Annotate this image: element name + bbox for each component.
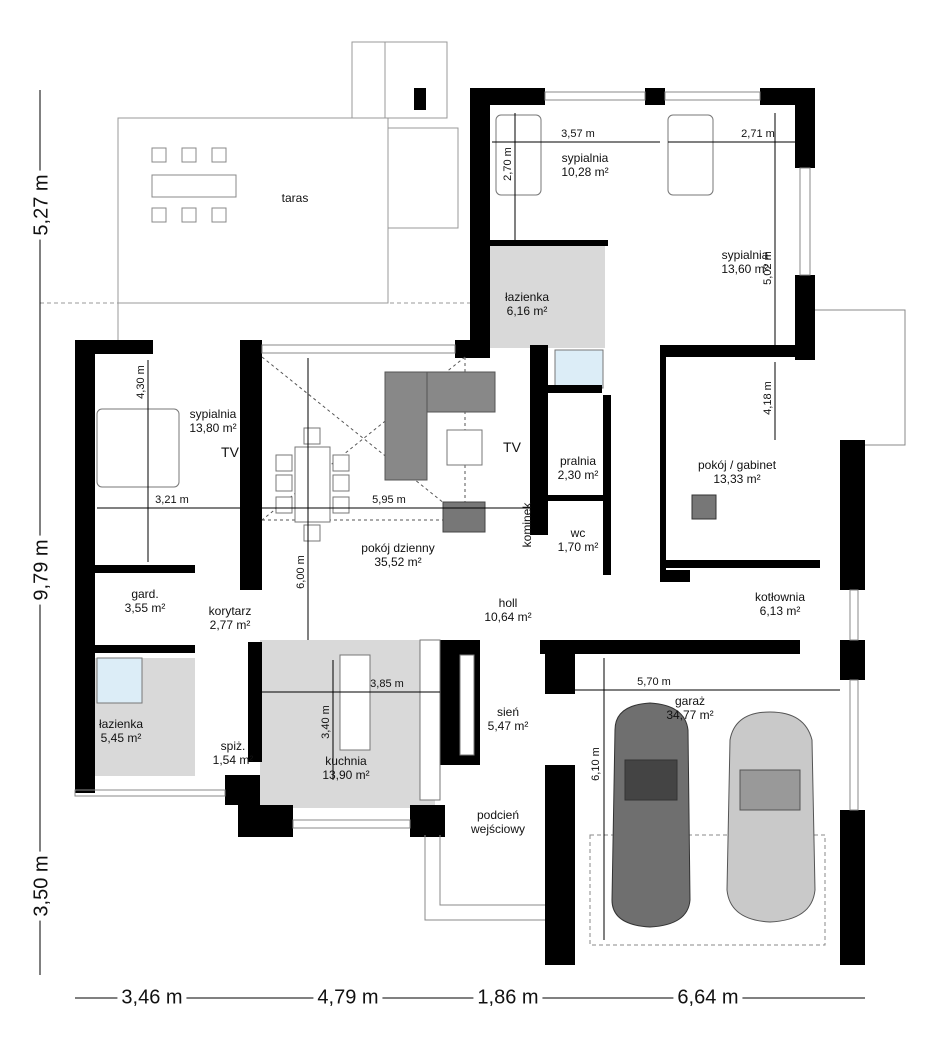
room-name: sypialnia (561, 151, 609, 165)
room-name: holl (498, 596, 518, 610)
room-label-taras: taras (282, 191, 309, 205)
room-name: korytarz (208, 604, 252, 618)
room-area: 34,77 m² (666, 708, 714, 722)
room-name: pralnia (559, 454, 597, 468)
room-area: 3,55 m² (124, 601, 166, 615)
room-area: 5,47 m² (487, 719, 529, 733)
room-name: wc (570, 526, 586, 540)
room-label-pantry: spiż.1,54 m² (213, 739, 254, 767)
dim-label: 3,57 m (561, 128, 595, 140)
armchair (442, 501, 486, 533)
tv-label-bedroom: TV (221, 444, 239, 460)
room-area: 13,60 m² (721, 262, 769, 276)
room-area: 13,33 m² (713, 472, 761, 486)
sofa (384, 371, 496, 481)
terrace-table (151, 147, 237, 223)
room-name: łazienka (504, 290, 550, 304)
room-name: kotłownia (754, 590, 806, 604)
dim-label: 6,10 m (590, 747, 602, 781)
room-area: 10,64 m² (484, 610, 532, 624)
dim-label: 2,71 m (741, 128, 775, 140)
outer-dim-vertical: 3,50 m (30, 851, 54, 921)
dim-label: 5,95 m (372, 494, 406, 506)
dining-set (275, 427, 350, 542)
room-name: spiż. (220, 739, 246, 753)
dim-label: 3,85 m (370, 678, 404, 690)
dim-label: 4,18 m (762, 381, 774, 415)
room-name: taras (281, 191, 309, 205)
room-name: pokój dzienny (361, 541, 435, 555)
room-area: 13,90 m² (322, 768, 370, 782)
room-label-wardrobe: gard.3,55 m² (125, 587, 166, 615)
room-area: 13,80 m² (189, 421, 237, 435)
room-area: 10,28 m² (561, 165, 609, 179)
tv-label-living: TV (503, 439, 521, 455)
outer-dim-horizontal: 1,86 m (473, 986, 543, 1010)
car-dark (611, 702, 691, 928)
office-chair (691, 494, 717, 520)
outer-dim-vertical: 5,27 m (30, 170, 54, 240)
room-name: łazienka (98, 717, 144, 731)
room-name-line2: wejściowy (470, 822, 526, 836)
room-name: sypialnia (721, 248, 769, 262)
room-area: 2,77 m² (209, 618, 251, 632)
room-name: sień (496, 705, 519, 719)
car-light (726, 711, 816, 923)
room-name: podcień (476, 808, 520, 822)
room-area: 6,13 m² (759, 604, 801, 618)
room-name: garaż (674, 694, 706, 708)
dim-label: 5,02 m (762, 251, 774, 285)
windows (74, 91, 859, 829)
dim-label: 6,00 m (295, 555, 307, 589)
room-name: sypialnia (189, 407, 237, 421)
room-area: 35,52 m² (374, 555, 422, 569)
fireplace-label: kominek (520, 502, 534, 548)
room-area: 6,16 m² (506, 304, 548, 318)
room-area: 2,30 m² (557, 468, 599, 482)
kitchen-island (339, 639, 475, 801)
room-area: 5,45 m² (100, 731, 142, 745)
dim-label: 4,30 m (135, 365, 147, 399)
room-name: pokój / gabinet (697, 458, 777, 472)
porch-outline (424, 309, 906, 946)
dim-label: 3,21 m (155, 494, 189, 506)
outer-dim-horizontal: 4,79 m (313, 986, 383, 1010)
outer-dim-horizontal: 3,46 m (117, 986, 187, 1010)
room-name: kuchnia (325, 754, 367, 768)
room-area: 1,70 m² (557, 540, 599, 554)
outer-dim-vertical: 9,79 m (30, 535, 54, 605)
coffee-table (446, 429, 483, 466)
terrace (40, 41, 470, 340)
dim-label: 5,70 m (637, 676, 671, 688)
room-area: 1,54 m² (212, 753, 254, 767)
room-name: gard. (131, 587, 159, 601)
beds (96, 114, 714, 488)
dim-label: 3,40 m (320, 705, 332, 739)
outer-dim-horizontal: 6,64 m (673, 986, 743, 1010)
dim-label: 2,70 m (502, 147, 514, 181)
